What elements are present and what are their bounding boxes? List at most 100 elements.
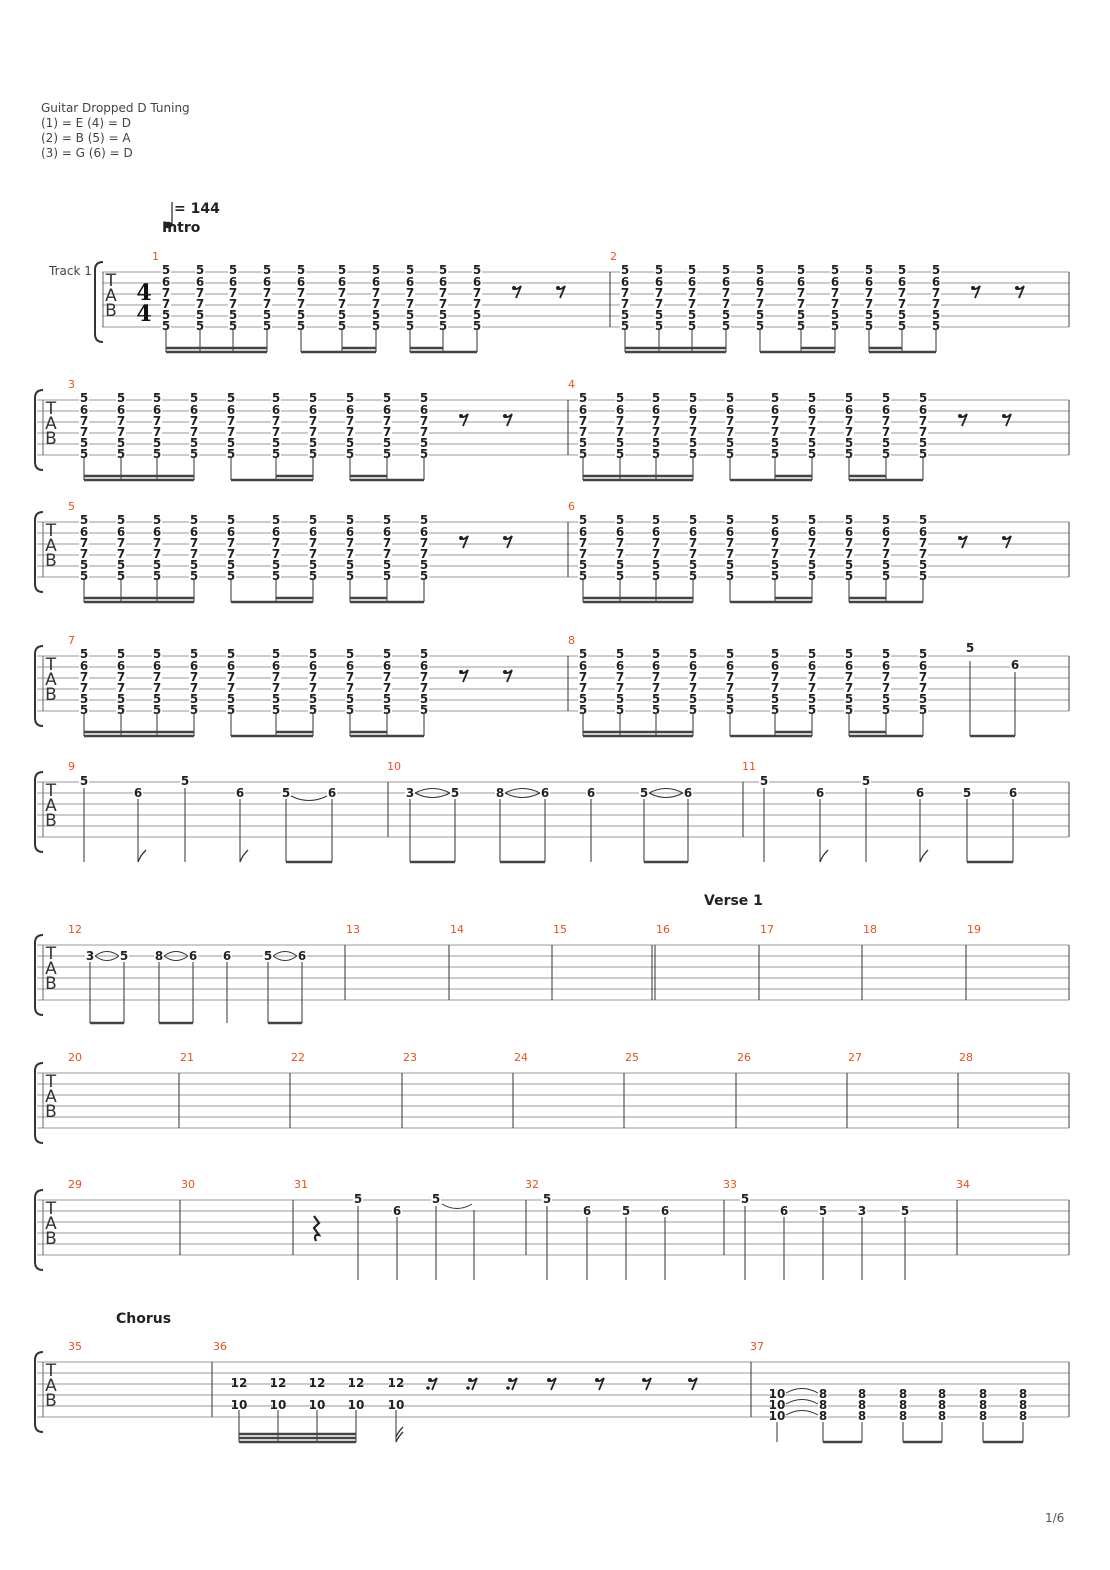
fret-number: 7 xyxy=(689,670,697,684)
fret-number: 5 xyxy=(616,436,624,450)
measure-number: 29 xyxy=(68,1178,82,1191)
fret-number: 8 xyxy=(819,1398,827,1412)
fret-number: 6 xyxy=(328,786,336,800)
fret-number: 7 xyxy=(297,286,305,300)
tab-clef-letter: T xyxy=(45,399,57,419)
tie xyxy=(163,955,189,961)
fret-number: 5 xyxy=(722,263,730,277)
fret-number: 8 xyxy=(899,1398,907,1412)
fret-number: 6 xyxy=(919,525,927,539)
fret-number: 8 xyxy=(979,1398,987,1412)
fret-number: 7 xyxy=(272,547,280,561)
fret-number: 7 xyxy=(309,547,317,561)
fret-number: 5 xyxy=(227,647,235,661)
fret-number: 6 xyxy=(383,403,391,417)
tab-clef-letter: B xyxy=(45,974,57,994)
fret-number: 5 xyxy=(439,308,447,322)
tab-clef-letter: B xyxy=(105,301,117,321)
eighth-rest-icon xyxy=(688,1378,692,1382)
fret-number: 6 xyxy=(579,403,587,417)
tie xyxy=(648,792,684,798)
fret-number: 5 xyxy=(831,319,839,333)
fret-number: 5 xyxy=(808,391,816,405)
measure-number: 34 xyxy=(956,1178,970,1191)
tuning-line: (3) = G (6) = D xyxy=(41,146,133,160)
fret-number: 7 xyxy=(579,414,587,428)
fret-number: 7 xyxy=(845,547,853,561)
measure-number: 28 xyxy=(959,1051,973,1064)
fret-number: 7 xyxy=(227,670,235,684)
fret-number: 7 xyxy=(808,670,816,684)
fret-number: 6 xyxy=(771,659,779,673)
fret-number: 5 xyxy=(845,703,853,717)
fret-number: 7 xyxy=(616,681,624,695)
fret-number: 6 xyxy=(689,403,697,417)
fret-number: 7 xyxy=(882,681,890,695)
tab-clef-letter: T xyxy=(45,1072,57,1092)
fret-number: 7 xyxy=(117,681,125,695)
eighth-rest-icon xyxy=(428,1378,432,1382)
fret-number: 5 xyxy=(616,569,624,583)
fret-number: 6 xyxy=(196,275,204,289)
fret-number: 5 xyxy=(845,692,853,706)
fret-number: 5 xyxy=(862,774,870,788)
fret-number: 5 xyxy=(919,647,927,661)
section-intro: Intro xyxy=(162,220,201,236)
fret-number: 6 xyxy=(579,525,587,539)
fret-number: 5 xyxy=(80,692,88,706)
fret-number: 7 xyxy=(190,536,198,550)
fret-number: 5 xyxy=(688,263,696,277)
measure-number: 33 xyxy=(723,1178,737,1191)
fret-number: 5 xyxy=(882,647,890,661)
fret-number: 5 xyxy=(227,558,235,572)
tuning-title: Guitar Dropped D Tuning xyxy=(41,101,190,115)
fret-number: 5 xyxy=(227,703,235,717)
fret-number: 5 xyxy=(579,513,587,527)
fret-number: 5 xyxy=(272,513,280,527)
fret-number: 5 xyxy=(229,263,237,277)
fret-number: 7 xyxy=(153,536,161,550)
fret-number: 5 xyxy=(383,391,391,405)
tab-staff: TAB xyxy=(34,645,1070,727)
fret-number: 5 xyxy=(420,692,428,706)
fret-number: 5 xyxy=(338,263,346,277)
tab-clef-letter: A xyxy=(45,414,57,434)
fret-number: 6 xyxy=(882,525,890,539)
fret-number: 5 xyxy=(153,569,161,583)
fret-number: 5 xyxy=(272,703,280,717)
fret-number: 7 xyxy=(689,414,697,428)
fret-number: 7 xyxy=(579,670,587,684)
fret-number: 7 xyxy=(383,670,391,684)
fret-number: 7 xyxy=(153,670,161,684)
fret-number: 5 xyxy=(346,436,354,450)
fret-number: 7 xyxy=(263,286,271,300)
rest-dot xyxy=(506,1386,510,1390)
fret-number: 6 xyxy=(726,403,734,417)
fret-number: 5 xyxy=(689,558,697,572)
fret-number: 5 xyxy=(309,569,317,583)
fret-number: 8 xyxy=(819,1409,827,1423)
fret-number: 6 xyxy=(919,403,927,417)
fret-number: 5 xyxy=(771,436,779,450)
fret-number: 5 xyxy=(162,319,170,333)
fret-number: 6 xyxy=(189,949,197,963)
track-label: Track 1 xyxy=(49,264,92,278)
fret-number: 5 xyxy=(117,447,125,461)
tie xyxy=(272,955,298,961)
tie xyxy=(94,955,120,961)
fret-number: 7 xyxy=(898,286,906,300)
fret-number: 7 xyxy=(771,425,779,439)
fret-number: 7 xyxy=(652,670,660,684)
fret-number: 5 xyxy=(263,319,271,333)
fret-number: 5 xyxy=(726,447,734,461)
tab-staff: TAB xyxy=(34,1189,1070,1271)
fret-number: 5 xyxy=(932,263,940,277)
fret-number: 6 xyxy=(845,659,853,673)
fret-number: 7 xyxy=(338,297,346,311)
fret-number: 7 xyxy=(919,536,927,550)
fret-number: 5 xyxy=(771,447,779,461)
system-bracket xyxy=(34,1351,44,1433)
measure-number: 3 xyxy=(68,378,75,391)
fret-number: 5 xyxy=(808,558,816,572)
fret-number: 7 xyxy=(865,297,873,311)
